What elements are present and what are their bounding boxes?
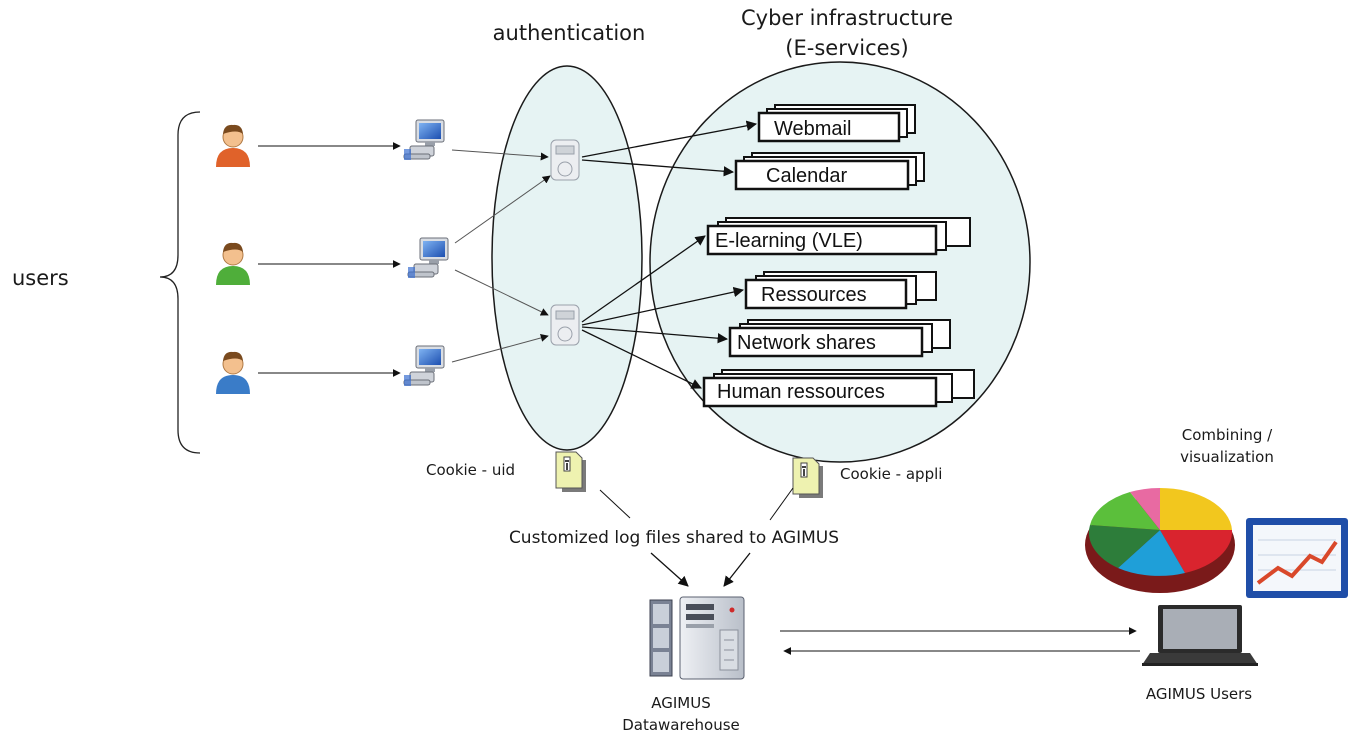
datawarehouse-label-line2: Datawarehouse: [622, 716, 740, 734]
connector-cookie-appli: [769, 487, 794, 521]
cookie-uid-icon: [555, 451, 587, 493]
service-network-shares: Network shares: [728, 319, 951, 358]
log-files-label: Customized log files shared to AGIMUS: [509, 528, 839, 548]
combining-label-line2: visualization: [1180, 448, 1274, 466]
user-orange-icon: [215, 124, 251, 168]
cyber-infrastructure-title-line1: Cyber infrastructure: [741, 6, 953, 30]
arrow-logs-to-datawarehouse-left: [650, 552, 689, 587]
users-brace: [159, 111, 201, 454]
pie-chart-icon: [1085, 487, 1235, 593]
cookie-appli-icon: [792, 457, 824, 499]
arrow-auth2-to-human-ressources: [581, 329, 702, 389]
user-blue-icon: [215, 351, 251, 395]
computer-icon-3: [403, 345, 445, 387]
arrow-pc1-to-auth1: [451, 149, 549, 161]
arrow-auth2-to-network-shares: [581, 326, 729, 344]
arrow-auth1-to-webmail: [581, 120, 758, 158]
cyber-infrastructure-title-line2: (E-services): [785, 36, 908, 60]
arrow-pc2-to-auth1: [454, 175, 551, 244]
service-webmail-label: Webmail: [774, 118, 851, 140]
arrow-logs-to-datawarehouse-right: [723, 552, 751, 587]
computer-icon-2: [407, 237, 449, 279]
service-calendar-label: Calendar: [766, 165, 848, 187]
service-ressources: Ressources: [744, 271, 937, 310]
users-label: users: [12, 266, 69, 290]
service-network-shares-label: Network shares: [737, 332, 876, 354]
combining-label-line1: Combining /: [1182, 426, 1273, 444]
service-calendar: Calendar: [734, 152, 925, 191]
arrow-auth2-to-ressources: [581, 286, 745, 326]
service-elearning-label: E-learning (VLE): [715, 230, 863, 252]
arrow-pc3-to-auth2: [451, 334, 549, 363]
service-elearning: E-learning (VLE): [706, 217, 971, 256]
service-human-ressources: Human ressources: [702, 369, 975, 408]
datawarehouse-server-icon: [649, 596, 745, 680]
cookie-uid-label: Cookie - uid: [426, 461, 515, 479]
auth-server-icon-1: [550, 139, 580, 181]
datawarehouse-label-line1: AGIMUS: [651, 694, 711, 712]
arrow-auth2-to-elearning: [581, 235, 706, 323]
arrow-pc2-to-auth2: [454, 269, 549, 316]
arrow-auth1-to-calendar: [581, 159, 735, 177]
cookie-appli-label: Cookie - appli: [840, 465, 942, 483]
connector-cookie-uid: [599, 489, 631, 519]
agimus-users-label: AGIMUS Users: [1146, 685, 1252, 703]
service-webmail: Webmail: [757, 104, 916, 143]
computer-icon-1: [403, 119, 445, 161]
service-human-ressources-label: Human ressources: [717, 381, 885, 403]
authentication-ellipse: [491, 65, 643, 451]
trend-chart-icon: [1246, 518, 1348, 598]
auth-server-icon-2: [550, 304, 580, 346]
service-ressources-label: Ressources: [761, 284, 867, 306]
authentication-title: authentication: [493, 21, 646, 45]
laptop-icon: [1142, 605, 1258, 666]
user-green-icon: [215, 242, 251, 286]
